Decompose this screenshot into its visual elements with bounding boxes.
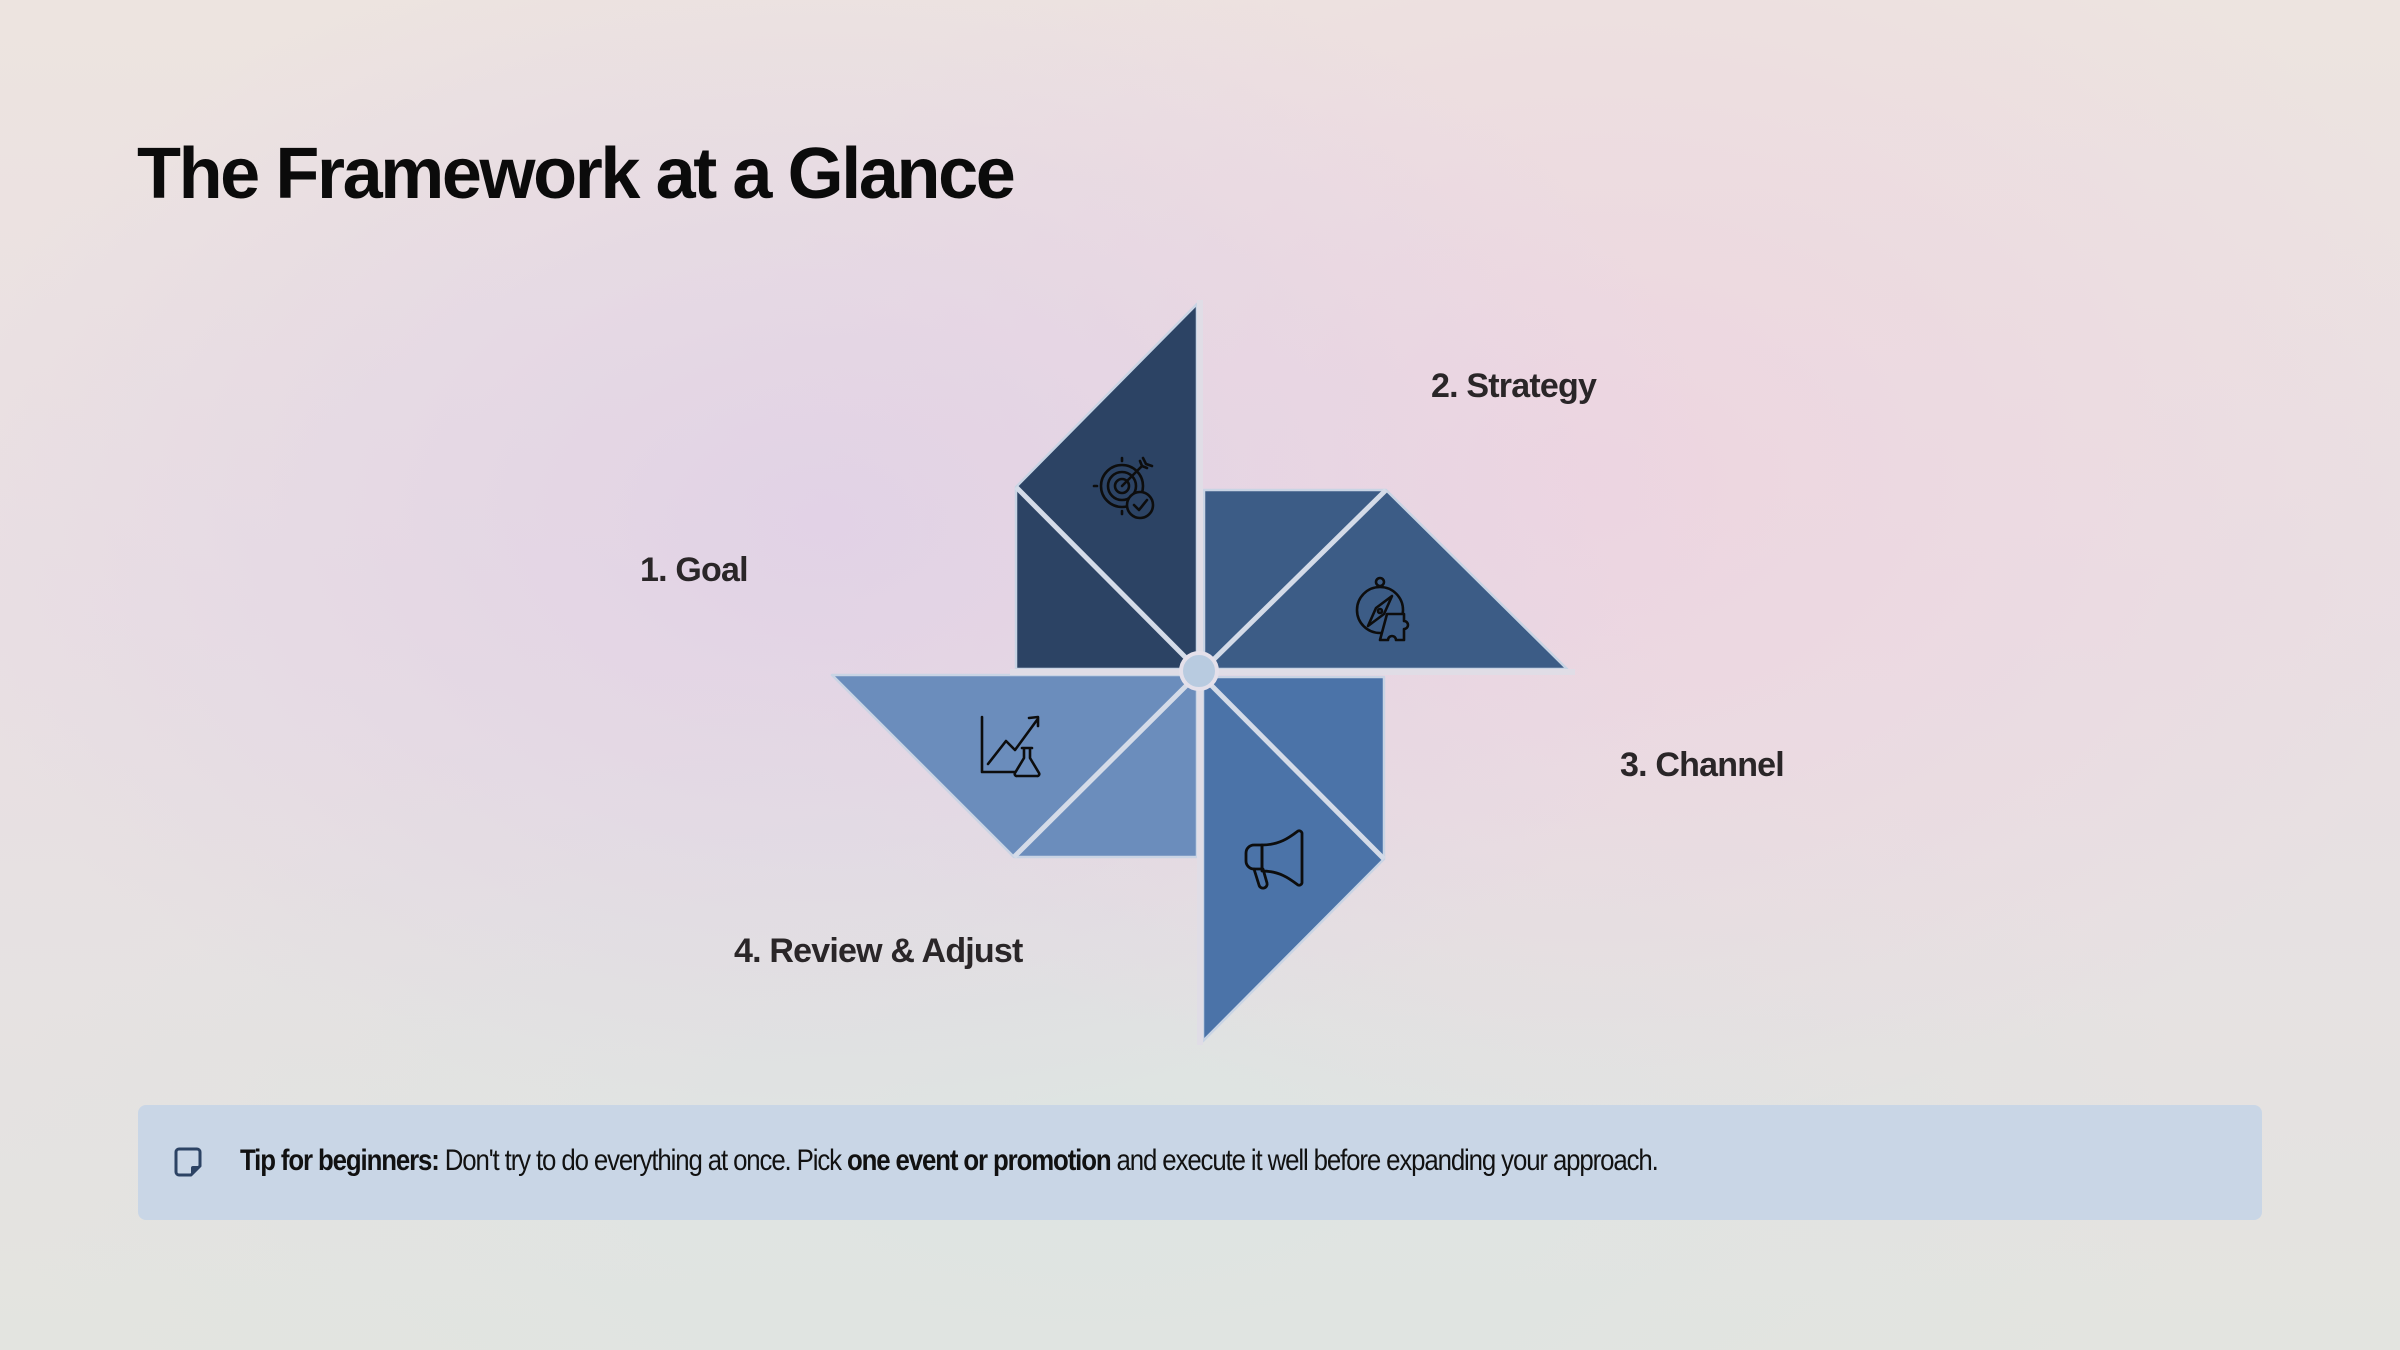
tip-text-after: and execute it well before expanding you… [1110,1144,1659,1177]
sticky-note-icon [174,1147,202,1177]
tip-text-before: Don't try to do everything at once. Pick [438,1144,847,1177]
page-title: The Framework at a Glance [137,134,1016,214]
megaphone-icon [1244,829,1304,890]
label-strategy: 2. Strategy [1431,367,1597,405]
blade-channel[interactable] [1201,675,1386,1043]
compass-puzzle-icon [1355,576,1410,642]
target-check-icon [1092,456,1155,520]
label-review-adjust: 4. Review & Adjust [734,932,1023,970]
pinwheel-hub [1179,651,1219,691]
tip-text: Tip for beginners: Don't try to do every… [240,1141,1659,1181]
tip-emphasis: one event or promotion [846,1144,1112,1177]
blade-goal[interactable] [1014,302,1199,671]
label-goal: 1. Goal [640,551,749,589]
tip-callout: Tip for beginners: Don't try to do every… [138,1105,2262,1220]
tip-lead: Tip for beginners: [240,1144,440,1177]
label-channel: 3. Channel [1620,746,1785,784]
chart-flask-icon [980,715,1041,778]
blade-strategy[interactable] [1202,488,1569,671]
blade-review[interactable] [830,673,1199,859]
